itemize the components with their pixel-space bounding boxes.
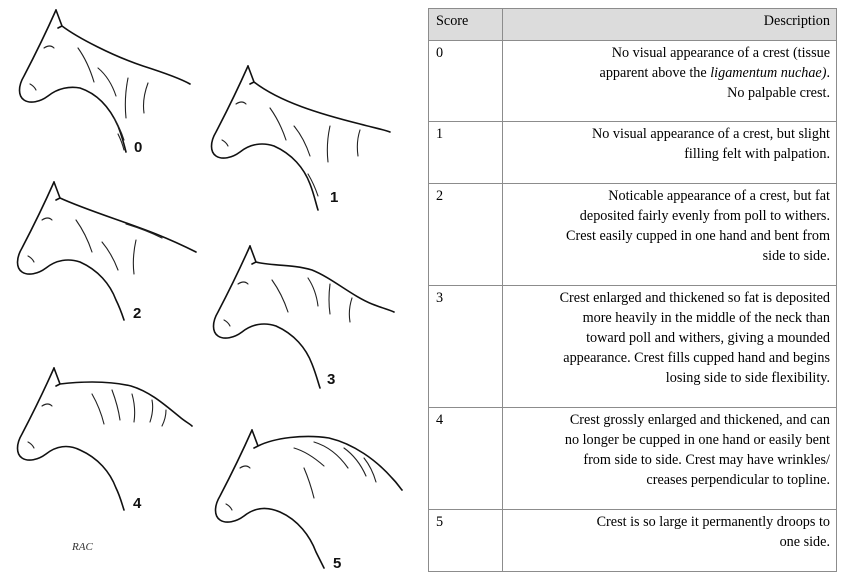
table-row: 2 Noticable appearance of a crest, but f… (428, 183, 837, 286)
description-line: creases perpendicular to topline. (646, 472, 830, 488)
description-line: appearance. Crest fills cupped hand and … (563, 350, 830, 366)
description-cell: No visual appearance of a crest, but sli… (502, 121, 837, 184)
description-line: No visual appearance of a crest, but sli… (592, 126, 830, 142)
description-fragment: apparent above the (599, 65, 711, 81)
description-italic-term: ligamentum nuchae) (710, 65, 827, 81)
score-cell: 3 (428, 285, 503, 408)
score-cell: 1 (428, 121, 503, 184)
description-cell: Noticable appearance of a crest, but fat… (502, 183, 837, 286)
description-line: Noticable appearance of a crest, but fat (608, 188, 830, 204)
description-line: side to side. (762, 248, 830, 264)
description-line: Crest easily cupped in one hand and bent… (566, 228, 830, 244)
description-line-mixed: apparent above the ligamentum nuchae). (510, 63, 830, 83)
description-line: from side to side. Crest may have wrinkl… (583, 452, 830, 468)
description-fragment: . (826, 65, 830, 81)
table-header-row: Score Description (428, 8, 837, 41)
horse-score-label-2: 2 (133, 305, 141, 322)
horse-sketch-5 (214, 429, 403, 569)
horse-score-label-4: 4 (133, 495, 142, 512)
table-row: 0 No visual appearance of a crest (tissu… (428, 40, 837, 122)
horse-sketch-4 (16, 367, 193, 511)
score-cell: 4 (428, 407, 503, 510)
description-line: toward poll and withers, giving a mounde… (586, 330, 830, 346)
description-line: no longer be cupped in one hand or easil… (564, 432, 830, 448)
horse-sketch-0 (18, 9, 191, 153)
crest-score-illustration: 0 1 2 3 4 (0, 0, 420, 574)
header-score: Score (428, 8, 503, 41)
description-line: more heavily in the middle of the neck t… (582, 310, 830, 326)
description-cell: Crest grossly enlarged and thickened, an… (502, 407, 837, 510)
header-description: Description (502, 8, 837, 41)
horse-sketch-2 (16, 181, 197, 321)
description-line: No palpable crest. (727, 85, 830, 101)
crest-score-table: Score Description 0 No visual appearance… (428, 8, 837, 572)
score-cell: 5 (428, 509, 503, 572)
horse-sketch-1 (210, 65, 391, 211)
score-cell: 0 (428, 40, 503, 122)
description-line: Crest grossly enlarged and thickened, an… (569, 412, 830, 428)
description-line: filling felt with palpation. (684, 146, 830, 162)
description-cell: Crest is so large it permanently droops … (502, 509, 837, 572)
description-line: deposited fairly evenly from poll to wit… (579, 208, 830, 224)
horse-sketches: 0 1 2 3 4 (16, 9, 403, 572)
horse-score-label-5: 5 (333, 555, 341, 572)
description-cell: No visual appearance of a crest (tissue … (502, 40, 837, 122)
horse-score-label-1: 1 (330, 189, 338, 206)
description-line: losing side to side flexibility. (665, 370, 830, 386)
table-row: 3 Crest enlarged and thickened so fat is… (428, 285, 837, 408)
description-line: No visual appearance of a crest (tissue (611, 45, 830, 61)
horse-sketch-3 (212, 245, 395, 389)
table-row: 1 No visual appearance of a crest, but s… (428, 121, 837, 184)
table-row: 5 Crest is so large it permanently droop… (428, 509, 837, 572)
score-cell: 2 (428, 183, 503, 286)
table-row: 4 Crest grossly enlarged and thickened, … (428, 407, 837, 510)
description-line: one side. (779, 534, 830, 550)
description-cell: Crest enlarged and thickened so fat is d… (502, 285, 837, 408)
description-line: Crest is so large it permanently droops … (596, 514, 830, 530)
artist-initials: RAC (71, 541, 93, 553)
horse-score-label-0: 0 (134, 139, 142, 156)
description-line: Crest enlarged and thickened so fat is d… (559, 290, 830, 306)
horse-score-label-3: 3 (327, 371, 335, 388)
